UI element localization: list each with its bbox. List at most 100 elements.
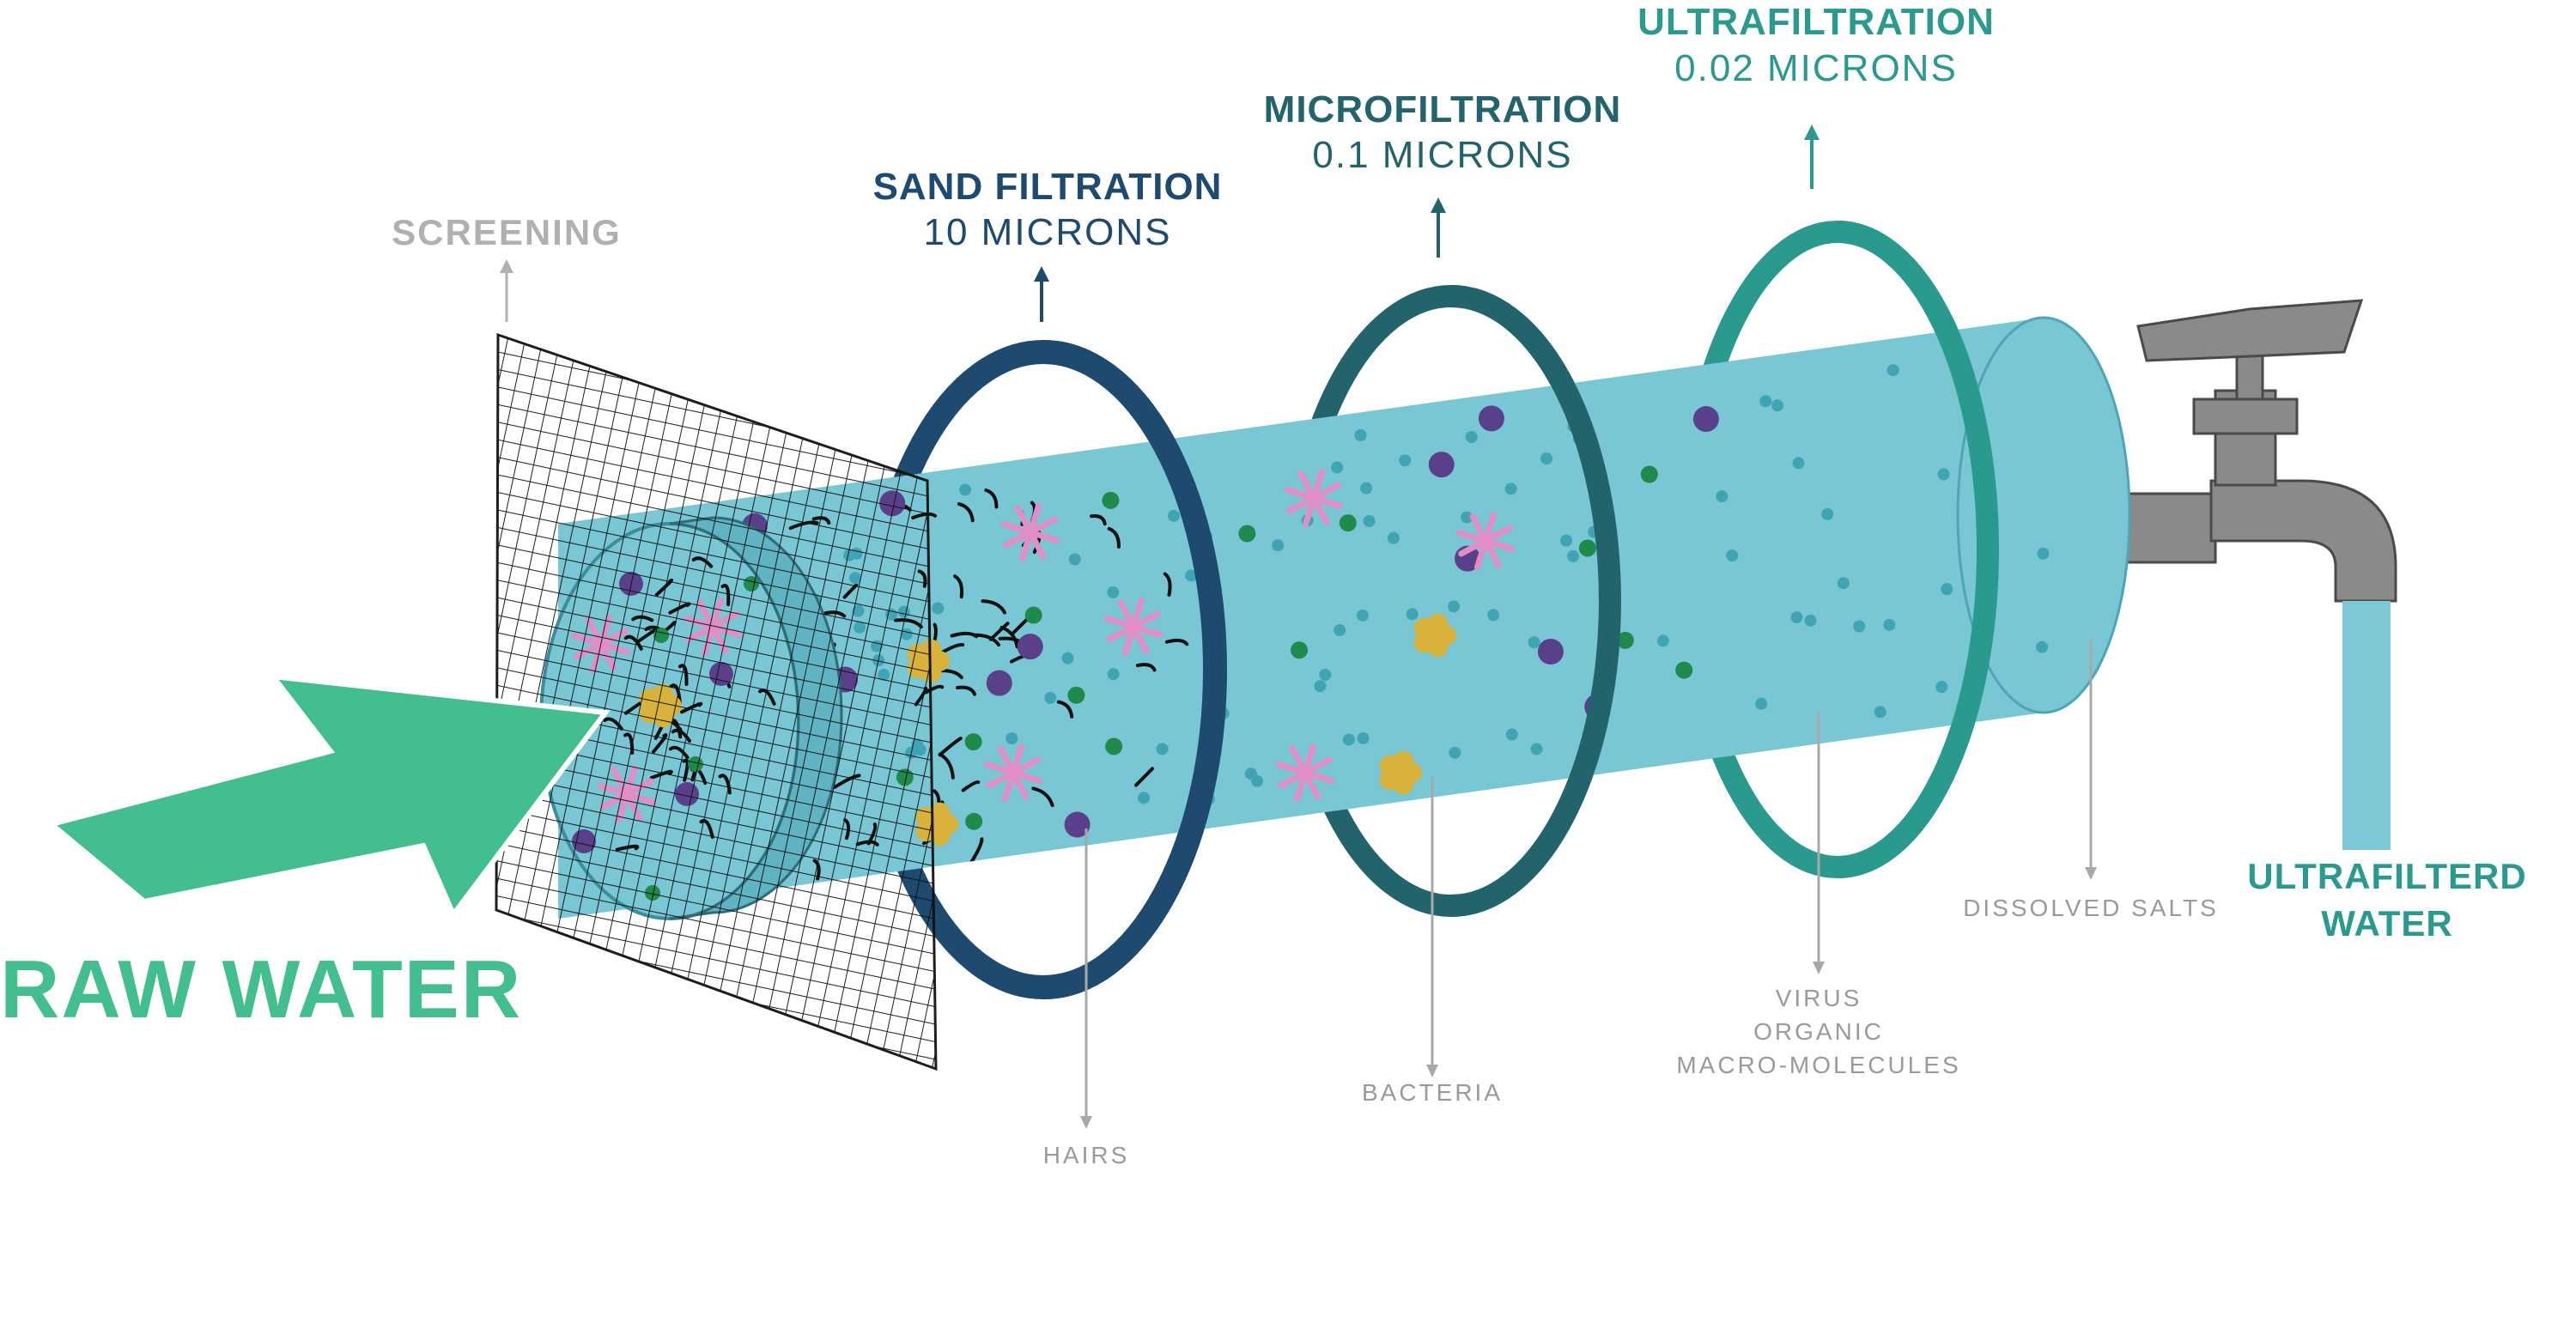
hair-icon [1163,572,1172,597]
salt-dot-icon [1406,608,1419,621]
bacteria-dot-icon [964,733,982,751]
hair-icon [988,622,1010,641]
bacteria-label: BACTERIA [1362,1079,1503,1106]
salt-dot-icon [1935,681,1948,694]
salt-dot-icon [1168,509,1181,522]
salt-dot-icon [1156,743,1169,755]
arrow-right-icon [46,673,611,919]
virus-dot-icon [1017,634,1043,660]
salt-dot-icon [1656,634,1669,647]
microfiltration-ring [1450,285,1621,917]
virus-dot-icon [986,670,1012,696]
salt-dot-icon [1560,534,1573,547]
salt-dot-icon [1716,490,1728,503]
hair-icon [956,685,977,696]
salt-dot-icon [1334,624,1346,637]
hair-icon [961,780,981,792]
bacteria-dot-icon [1291,641,1309,659]
salt-dot-icon [1356,609,1369,622]
salt-dot-icon [1244,768,1257,780]
salt-dot-icon [1272,539,1285,552]
virus-label-line2: ORGANIC [1753,1018,1884,1045]
salt-dot-icon [1357,731,1370,744]
pink-star-icon [1455,511,1516,571]
hair-icon [1090,514,1107,526]
salt-dot-icon [1853,620,1866,633]
salt-dot-icon [1505,728,1518,741]
salt-dot-icon [1465,430,1478,443]
pointer-lines [1080,640,2097,1129]
sand-filtration-title: SAND FILTRATION [873,166,1223,208]
salt-dot-icon [1874,706,1886,719]
hair-icon [1056,700,1074,719]
hair-icon [972,633,1001,647]
hair-icon [938,737,963,757]
virus-dot-icon [1064,811,1091,838]
yellow-blob-icon [1413,613,1456,658]
dissolved-salts-label: DISSOLVED SALTS [1963,895,2219,921]
pink-star-icon [1000,502,1060,562]
ultrafiltration-size: 0.02 MICRONS [1674,47,1958,89]
salt-dot-icon [1771,399,1783,412]
salt-dot-icon [1804,614,1817,627]
virus-dot-icon [1692,406,1719,433]
salt-dot-icon [1487,609,1500,622]
hair-icon [984,488,999,509]
salt-dot-icon [1449,746,1461,759]
ultrafiltered-water-stream [2342,601,2391,850]
virus-dot-icon [1428,452,1455,478]
virus-dot-icon [1537,638,1564,664]
salt-dot-icon [2037,547,2050,560]
salt-dot-icon [1567,549,1580,562]
salt-dot-icon [1883,618,1896,631]
salt-dot-icon [1044,691,1057,704]
salt-dot-icon [1354,428,1367,441]
ultrafiltration-title: ULTRAFILTRATION [1637,1,1995,43]
salt-dot-icon [1530,743,1543,755]
salt-dot-icon [1399,454,1412,467]
faucet-icon [2102,299,2397,603]
bacteria-dot-icon [1238,525,1256,543]
salt-dot-icon [1107,668,1120,681]
bacteria-dot-icon [1616,631,1634,649]
salt-dot-icon [1342,733,1355,746]
virus-dot-icon [1478,405,1504,432]
hair-icon [1031,786,1054,808]
salt-dot-icon [1937,468,1950,481]
salt-dot-icon [2036,640,2049,653]
salt-dot-icon [1821,507,1834,520]
salt-dot-icon [1314,680,1327,693]
salt-dot-icon [1319,668,1332,681]
bacteria-dot-icon [1339,514,1357,532]
ultrafiltered-water-line1: ULTRAFILTERD [2247,856,2526,896]
microfiltration-size: 0.1 MICRONS [1312,134,1572,176]
salt-dot-icon [1138,792,1151,804]
bacteria-dot-icon [1024,606,1042,624]
salt-dot-icon [1837,577,1850,590]
sand-filtration-ring [1042,340,1227,999]
hair-icon [1134,767,1154,787]
hair-icon [938,752,955,780]
salt-dot-icon [1504,482,1517,495]
salt-dot-icon [1755,697,1768,710]
salt-dot-icon [1107,586,1120,598]
hair-icon [953,574,964,599]
salt-dot-icon [1528,636,1540,649]
bacteria-dot-icon [1578,539,1596,557]
salt-dot-icon [1540,452,1553,465]
pipe-end-cap [1956,316,2131,714]
hair-icon [957,502,975,523]
hair-icon [1164,638,1189,646]
yellow-blob-icon [1379,750,1422,795]
up-arrows [500,124,1820,322]
salt-dot-icon [932,602,945,615]
bacteria-dot-icon [965,812,983,830]
salt-dot-icon [1941,583,1953,596]
screening-mesh [495,332,938,1071]
pink-star-icon [1275,743,1335,803]
salt-dot-icon [1726,549,1739,562]
ultrafiltered-water-line2: WATER [2321,903,2453,944]
salt-dot-icon [1461,511,1473,524]
salt-dot-icon [1068,553,1081,566]
